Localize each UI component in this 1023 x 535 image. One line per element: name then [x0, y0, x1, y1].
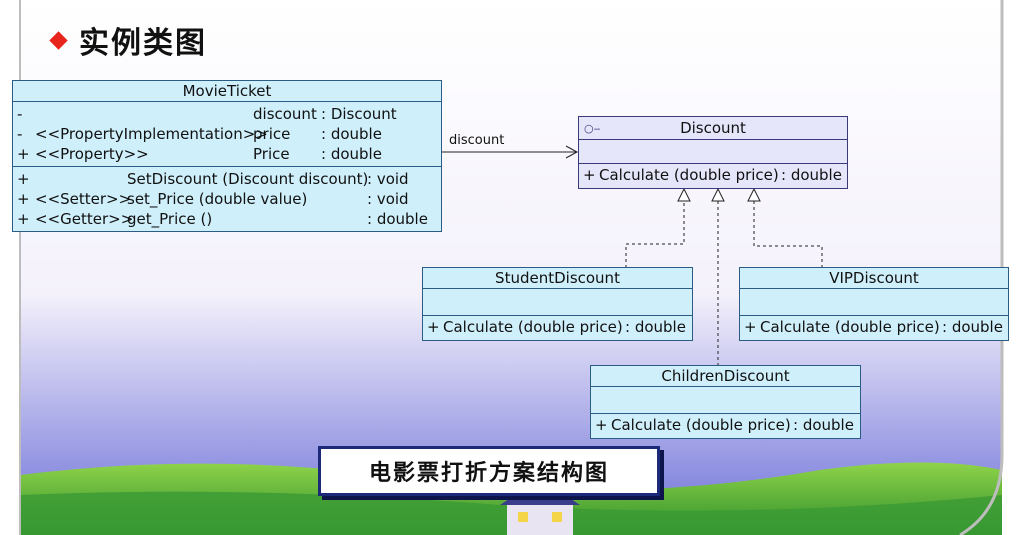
class-childrendiscount[interactable]: ChildrenDiscount + Calculate (double pri…: [590, 365, 861, 439]
class-name: StudentDiscount: [423, 268, 692, 289]
attributes-section: [579, 140, 847, 164]
realization-children-arrowhead: [711, 187, 725, 202]
diagram-caption: 电影票打折方案结构图: [318, 446, 660, 496]
attributes-section: [740, 289, 1008, 316]
attributes-section: - discount : Discount - <<PropertyImplem…: [13, 102, 441, 167]
operations-section: + Calculate (double price) : double: [423, 316, 692, 340]
operations-section: + Calculate (double price) : double: [579, 164, 847, 188]
operation-row: + SetDiscount (Discount discount) : void: [17, 170, 409, 188]
operations-section: + Calculate (double price) : double: [591, 414, 860, 438]
realization-student: [625, 201, 685, 268]
slide-title: 实例类图: [49, 18, 207, 62]
operations-section: + Calculate (double price) : double: [740, 316, 1008, 340]
interface-discount[interactable]: ○‒ Discount + Calculate (double price) :…: [578, 116, 848, 189]
class-name: ChildrenDiscount: [591, 366, 860, 387]
operation-row: + Calculate (double price) : double: [595, 416, 854, 434]
attribute-row: - discount : Discount: [17, 105, 397, 123]
operation-row: + <<Setter>> set_Price (double value) : …: [17, 190, 409, 208]
attribute-row: - <<PropertyImplementation>> price : dou…: [17, 125, 382, 143]
operation-row: + Calculate (double price) : double: [583, 166, 842, 184]
association-arrowhead: [565, 145, 579, 159]
class-name: MovieTicket: [13, 81, 441, 102]
operation-row: + Calculate (double price) : double: [744, 318, 1003, 336]
interface-header: ○‒ Discount: [579, 117, 847, 140]
attributes-section: [591, 387, 860, 414]
operation-row: + Calculate (double price) : double: [427, 318, 686, 336]
class-vipdiscount[interactable]: VIPDiscount + Calculate (double price) :…: [739, 267, 1009, 341]
realization-vip-arrowhead: [747, 187, 761, 202]
attributes-section: [423, 289, 692, 316]
operation-row: + <<Getter>> get_Price () : double: [17, 210, 428, 228]
attribute-row: + <<Property>> Price : double: [17, 145, 382, 163]
class-studentdiscount[interactable]: StudentDiscount + Calculate (double pric…: [422, 267, 693, 341]
class-movieticket[interactable]: MovieTicket - discount : Discount - <<Pr…: [12, 80, 442, 232]
interface-name: Discount: [680, 119, 746, 137]
association-label: discount: [449, 133, 505, 148]
realization-vip: [753, 201, 823, 268]
slide-title-text: 实例类图: [79, 26, 207, 61]
realization-student-arrowhead: [677, 187, 691, 202]
class-name: VIPDiscount: [740, 268, 1008, 289]
operations-section: + SetDiscount (Discount discount) : void…: [13, 167, 441, 231]
interface-icon: ○‒: [584, 122, 601, 135]
